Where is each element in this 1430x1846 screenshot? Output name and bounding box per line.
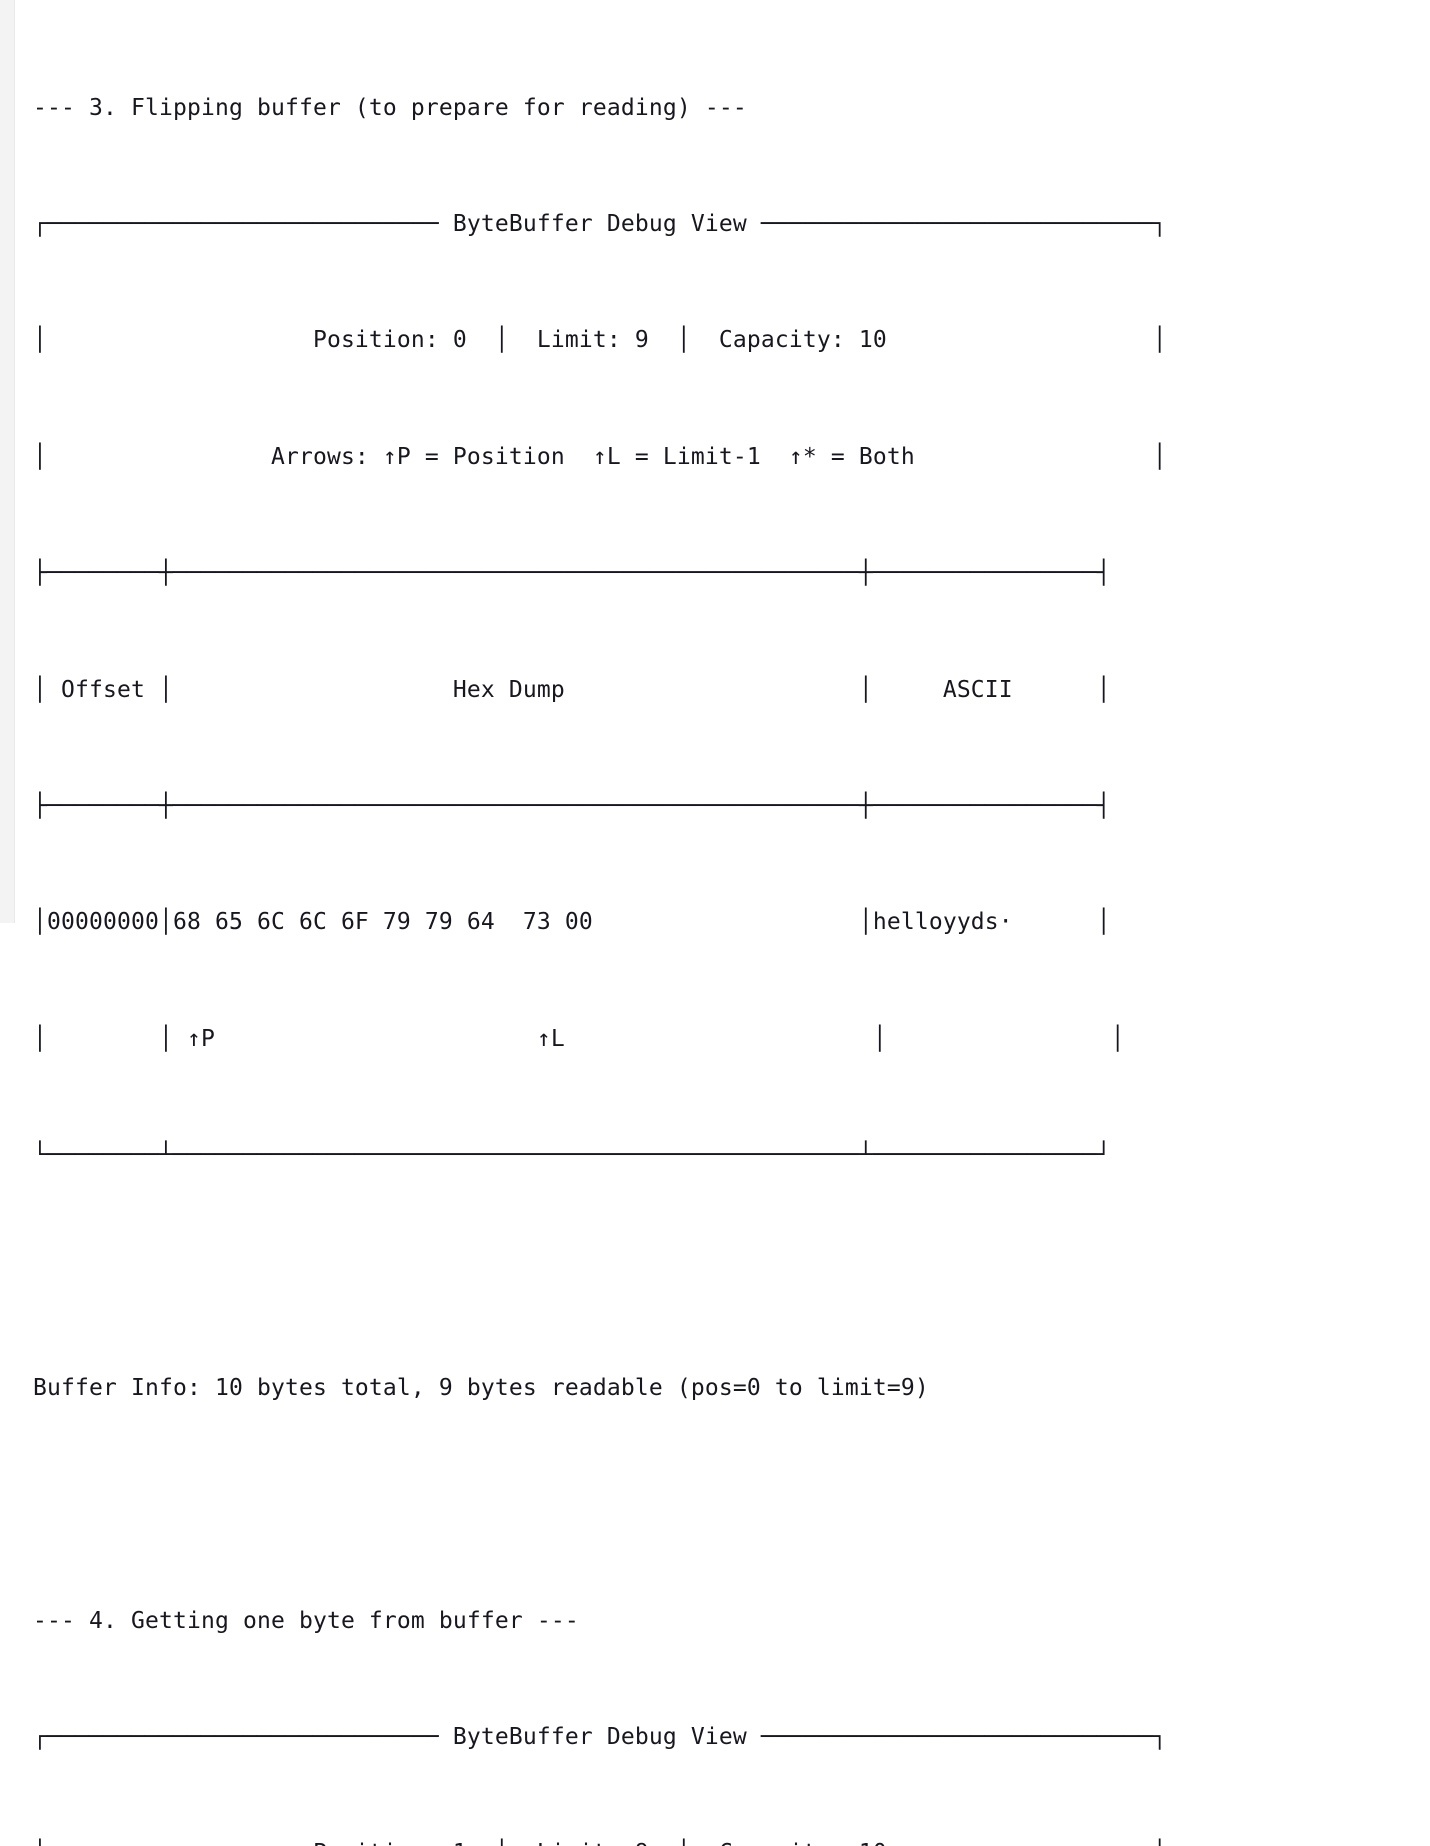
blank-line bbox=[33, 1485, 1167, 1524]
bbv1-top-border: ┌──────────────────────────── ByteBuffer… bbox=[33, 210, 1167, 237]
section-3-title: --- 3. Flipping buffer (to prepare for r… bbox=[33, 94, 747, 121]
bbv1-separator-top: ├────────┼──────────────────────────────… bbox=[33, 560, 1111, 587]
blank-line bbox=[33, 1253, 1167, 1292]
bbv1-separator-mid: ├────────┼──────────────────────────────… bbox=[33, 792, 1111, 819]
buffer-info-line: Buffer Info: 10 bytes total, 9 bytes rea… bbox=[33, 1374, 929, 1401]
bbv1-column-header-row: │ Offset │ Hex Dump │ ASCII │ bbox=[33, 676, 1111, 703]
bbv1-marker-row: │ │ ↑P ↑L │ │ bbox=[33, 1025, 1125, 1052]
bbv1-status-row: │ Position: 0 │ Limit: 9 │ Capacity: 10 … bbox=[33, 327, 1167, 354]
left-gutter bbox=[0, 0, 15, 923]
bbv2-status-row: │ Position: 1 │ Limit: 9 │ Capacity: 10 … bbox=[33, 1834, 1167, 1846]
terminal-output: --- 3. Flipping buffer (to prepare for r… bbox=[33, 11, 1167, 1846]
bbv1-bottom-border: └────────┴──────────────────────────────… bbox=[33, 1142, 1111, 1169]
bbv1-legend-row: │ Arrows: ↑P = Position ↑L = Limit-1 ↑* … bbox=[33, 443, 1167, 470]
bbv2-top-border: ┌──────────────────────────── ByteBuffer… bbox=[33, 1724, 1167, 1751]
section-4-title: --- 4. Getting one byte from buffer --- bbox=[33, 1607, 579, 1634]
